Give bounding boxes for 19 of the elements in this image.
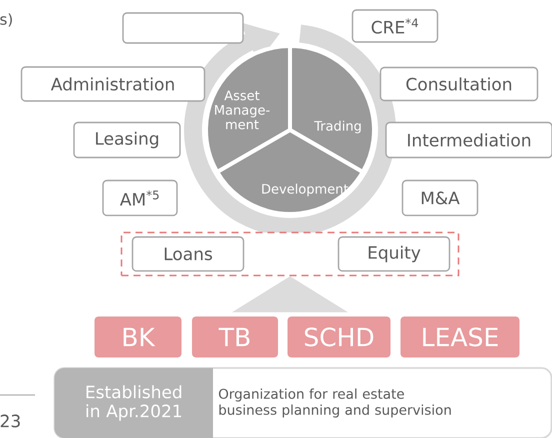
label-text: 23	[0, 414, 20, 428]
option-box: CRE$^{*4}$	[352, 9, 438, 43]
option-box: M&A	[402, 180, 478, 216]
arrow	[232, 276, 348, 312]
option-box: Consultation	[380, 66, 538, 102]
entity-box: BK	[94, 316, 182, 358]
option-box: AM$^{*5}$	[102, 180, 178, 216]
entity-box: LEASE	[400, 316, 520, 358]
entity-box: SCHD	[288, 316, 390, 358]
option-box: Administration	[20, 66, 206, 102]
option-box: Loans	[132, 236, 244, 272]
option-box: Intermediation	[385, 122, 552, 158]
option-box: Leasing	[73, 122, 181, 158]
option-box	[122, 12, 244, 44]
entity-box: TB	[192, 316, 278, 358]
info-panel: Established in Apr.2021 Organization for real estate business planning and supervision	[54, 367, 552, 438]
option-box: Equity	[338, 236, 450, 272]
label-text: s)	[0, 13, 12, 27]
pie-sector: Trading	[288, 44, 376, 174]
